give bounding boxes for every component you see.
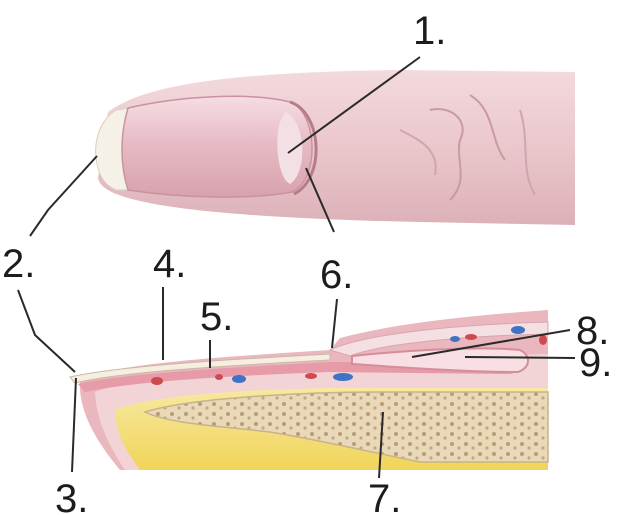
label-4: 4.: [153, 242, 186, 286]
nail-cross-section: [70, 310, 548, 470]
label-3: 3.: [55, 477, 88, 515]
label-9: 9.: [579, 341, 612, 385]
label-2: 2.: [2, 242, 35, 286]
label-1: 1.: [413, 9, 446, 53]
finger-illustration: [96, 70, 575, 225]
label-7: 7.: [368, 477, 401, 515]
label-6: 6.: [320, 253, 353, 297]
label-5: 5.: [200, 295, 233, 339]
